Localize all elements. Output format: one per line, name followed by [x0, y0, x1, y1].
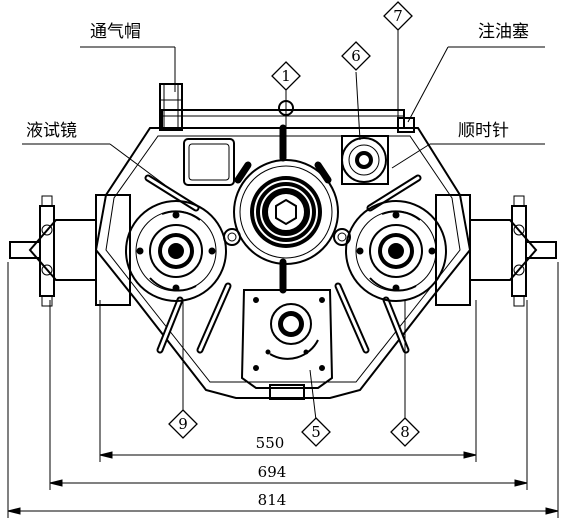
breather-cap: [159, 83, 183, 131]
callout-6: 6: [341, 41, 371, 71]
callout-leaders: [182, 30, 406, 421]
label-sight-glass: 液试镜: [26, 121, 77, 141]
bottom-plate: [240, 289, 334, 400]
right-bearing: [345, 200, 447, 302]
dim-550-text: 550: [256, 434, 285, 452]
dimension-lines: [7, 262, 559, 518]
svg-text:9: 9: [178, 415, 188, 433]
left-bearing: [125, 200, 227, 302]
svg-text:8: 8: [400, 423, 410, 441]
left-shaft-end: [9, 195, 97, 307]
dim-694-text: 694: [258, 463, 287, 481]
sight-glass: [183, 138, 235, 186]
svg-text:7: 7: [393, 7, 403, 25]
callout-9: 9: [168, 409, 198, 439]
callout-5: 5: [301, 417, 331, 447]
svg-text:1: 1: [281, 67, 291, 85]
svg-text:6: 6: [351, 47, 361, 65]
callout-8: 8: [390, 417, 420, 447]
upper-right-gear: [341, 135, 389, 185]
oil-filler-plug: [397, 117, 415, 133]
label-oil-filler-plug: 注油塞: [478, 22, 529, 42]
center-gear: [233, 159, 339, 265]
label-breather-cap: 通气帽: [90, 22, 141, 42]
label-clockwise: 顺时针: [458, 121, 509, 141]
svg-text:5: 5: [311, 423, 321, 441]
dim-814-text: 814: [258, 491, 287, 509]
right-shaft-end: [469, 195, 557, 307]
callout-7: 7: [383, 1, 413, 31]
callout-1: 1: [271, 61, 301, 91]
